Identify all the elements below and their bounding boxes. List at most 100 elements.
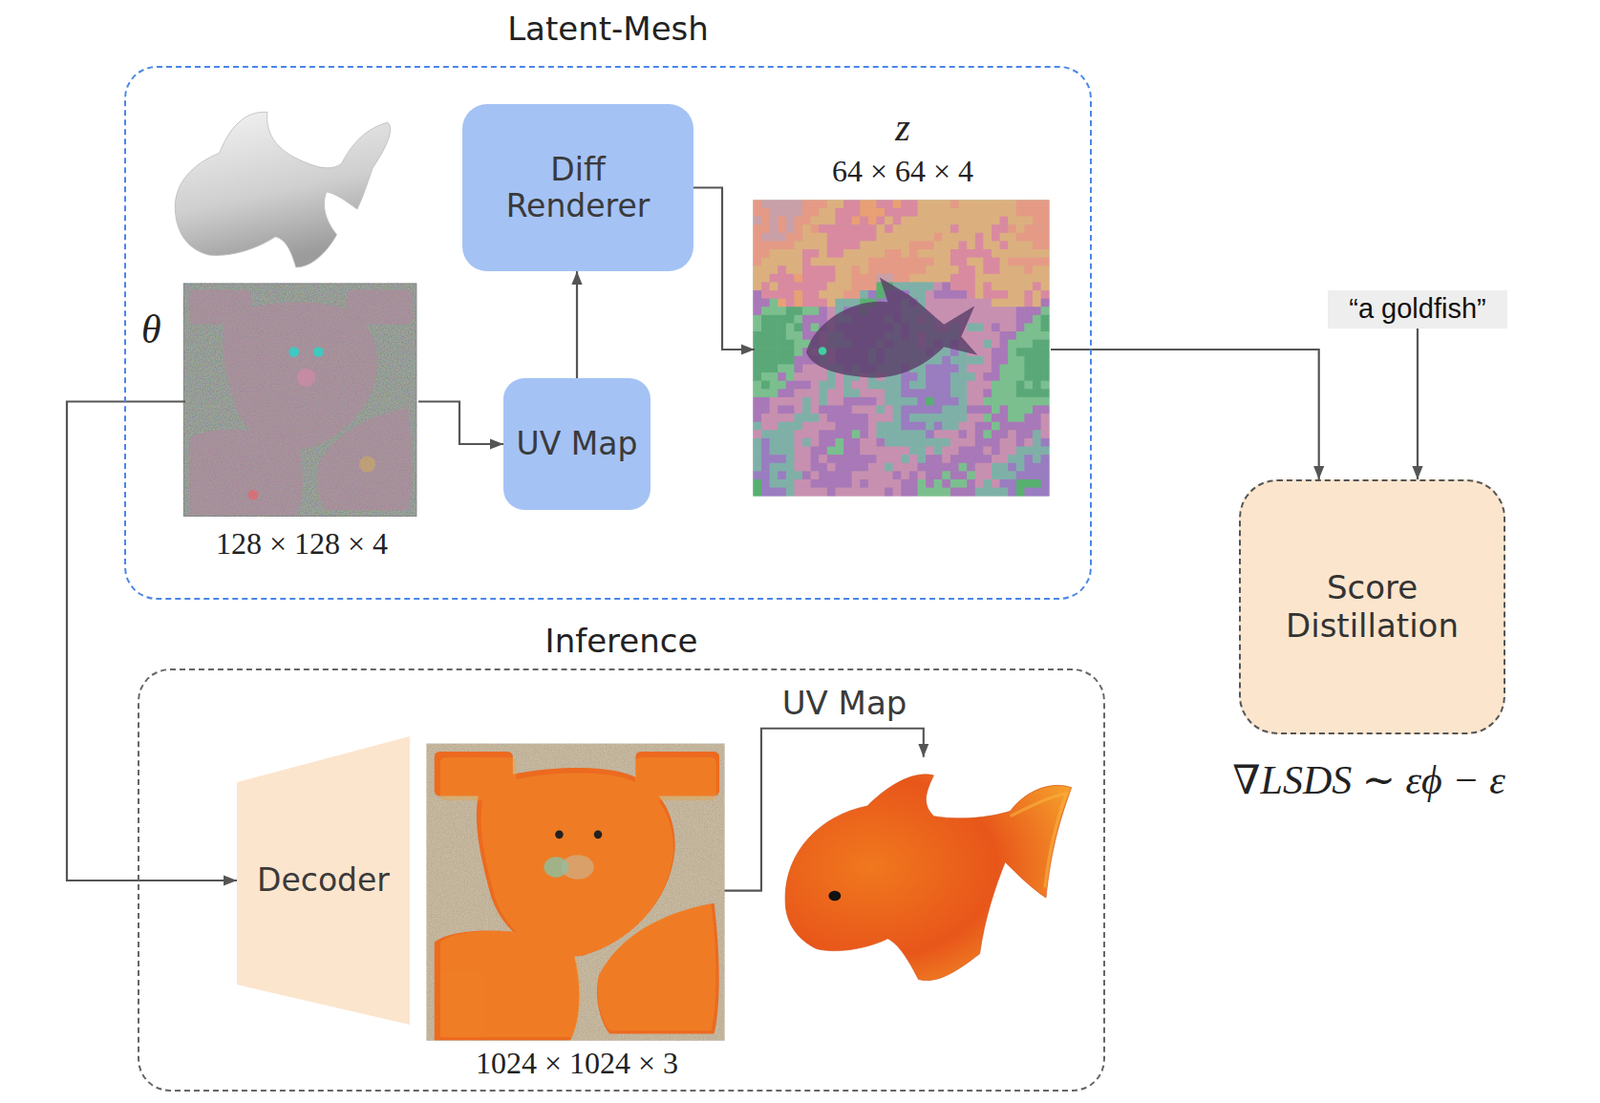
latent-pixel (769, 281, 779, 291)
latent-pixel (917, 413, 927, 423)
latent-pixel (1024, 405, 1033, 415)
latent-pixel (1016, 488, 1025, 497)
latent-pixel (917, 470, 927, 480)
latent-pixel (941, 199, 951, 209)
latent-pixel (859, 397, 869, 406)
latent-pixel (950, 372, 960, 382)
latent-pixel (1000, 281, 1009, 291)
latent-pixel (982, 405, 992, 415)
latent-pixel (966, 240, 976, 250)
latent-pixel (1007, 388, 1017, 398)
latent-pixel (1007, 356, 1017, 365)
latent-pixel (1041, 388, 1050, 398)
latent-pixel (827, 381, 836, 390)
connector-arrow (576, 271, 578, 379)
latent-pixel (1041, 470, 1050, 480)
latent-pixel (793, 315, 803, 324)
latent-pixel (934, 208, 943, 217)
latent-pixel (818, 233, 828, 242)
latent-pixel (852, 488, 861, 497)
latent-pixel (761, 372, 770, 382)
latent-pixel (810, 413, 820, 423)
group-heading: Inference (545, 622, 699, 661)
latent-pixel (818, 208, 828, 217)
latent-pixel (991, 290, 1001, 299)
latent-pixel (917, 274, 927, 283)
latent-pixel (777, 274, 787, 283)
latent-pixel (966, 364, 976, 374)
latent-pixel (982, 306, 992, 316)
latent-pixel (909, 413, 918, 423)
latent-pixel (802, 306, 811, 316)
latent-pixel (1041, 224, 1050, 234)
latent-pixel (959, 479, 968, 489)
latent-pixel (769, 265, 779, 275)
latent-pixel (834, 438, 844, 448)
latent-pixel (982, 240, 992, 250)
latent-pixel (991, 454, 1001, 464)
dimension-label: 1024 × 1024 × 3 (475, 1045, 679, 1082)
latent-pixel (1016, 298, 1025, 308)
latent-pixel (1032, 347, 1042, 357)
latent-pixel (786, 224, 795, 234)
latent-pixel (941, 429, 951, 439)
latent-pixel (859, 224, 869, 234)
latent-pixel (975, 438, 984, 448)
latent-pixel (1032, 488, 1042, 497)
latent-pixel (909, 240, 918, 250)
inference-group: InferenceDecoder1024 × 1024 × 3 (137, 668, 1106, 1092)
latent-pixel (868, 463, 877, 472)
latent-pixel (769, 298, 779, 308)
latent-pixel (893, 224, 902, 234)
latent-pixel (1000, 298, 1009, 308)
latent-pixel (852, 422, 861, 431)
latent-pixel (827, 306, 836, 316)
latent-pixel (827, 298, 836, 308)
latent-pixel (950, 479, 960, 489)
latent-pixel (934, 470, 943, 480)
latent-pixel (1000, 199, 1009, 209)
latent-pixel (868, 454, 877, 464)
latent-pixel (793, 257, 803, 267)
latent-pixel (1000, 429, 1009, 439)
latent-pixel (769, 249, 779, 258)
latent-pixel (1032, 322, 1042, 332)
latent-pixel (925, 281, 935, 291)
latent-pixel (868, 274, 877, 283)
latent-pixel (859, 208, 869, 217)
latent-pixel (786, 422, 795, 431)
latent-pixel (900, 463, 910, 472)
latent-pixel (1041, 208, 1050, 217)
latent-pixel (752, 199, 762, 209)
latent-pixel (769, 224, 779, 234)
latent-pixel (793, 331, 803, 341)
latent-pixel (818, 306, 828, 316)
latent-pixel (925, 381, 935, 390)
latent-pixel (991, 199, 1001, 209)
latent-pixel (991, 265, 1001, 275)
latent-pixel (934, 372, 943, 382)
latent-pixel (786, 199, 795, 209)
latent-pixel (884, 224, 894, 234)
latent-pixel (1007, 381, 1017, 390)
latent-pixel (950, 281, 960, 291)
latent-pixel (900, 208, 910, 217)
latent-pixel (991, 438, 1001, 448)
latent-pixel (884, 479, 894, 489)
latent-pixel (1007, 372, 1017, 382)
latent-pixel (1032, 422, 1042, 431)
latent-pixel (893, 388, 902, 398)
latent-pixels (752, 199, 1049, 496)
latent-pixel (982, 331, 992, 341)
parameter-symbol: θ (141, 306, 162, 353)
latent-pixel (900, 240, 910, 250)
latent-pixel (925, 405, 935, 415)
latent-pixel (852, 454, 861, 464)
latent-pixel (950, 216, 960, 226)
latent-pixel (1024, 413, 1033, 423)
latent-pixel (777, 249, 787, 258)
latent-pixel (786, 216, 795, 226)
latent-pixel (982, 290, 992, 299)
latent-pixel (859, 413, 869, 423)
latent-pixel (752, 331, 762, 341)
